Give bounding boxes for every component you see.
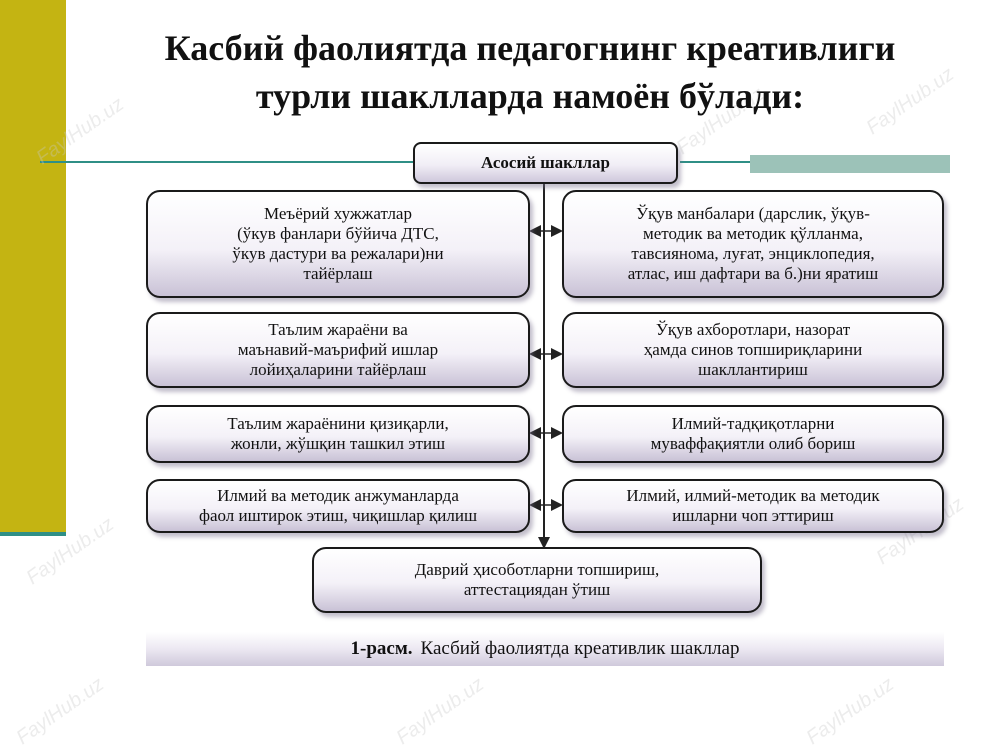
bottom-box: Даврий ҳисоботларни топшириш, аттестация… (312, 547, 762, 613)
figure-caption-text: Касбий фаолиятда креативлик шакллар (420, 638, 740, 659)
right-box-2-line-1: Ўқув ахборотлари, назорат (655, 320, 851, 339)
right-box-3-line-2: муваффақиятли олиб бориш (650, 434, 856, 453)
left-accent-bar (0, 0, 66, 532)
right-box-2-line-3: шакллантириш (698, 360, 808, 379)
figure-caption-number: 1-расм. (350, 638, 413, 659)
left-box-2-line-1: Таълим жараёни ва (268, 320, 408, 339)
figure-caption: 1-расм. Касбий фаолиятда креативлик шакл… (146, 632, 944, 666)
right-box-1: Ўқув манбалари (дарслик, ўқув- методик в… (562, 190, 944, 298)
right-box-1-line-2: методик ва методик қўлланма, (643, 224, 863, 243)
right-box-1-line-1: Ўқув манбалари (дарслик, ўқув- (636, 204, 870, 223)
slide-title-line-1: Касбий фаолиятда педагогнинг креативлиги (164, 28, 896, 68)
diagram-spine (543, 182, 545, 544)
right-box-3-line-1: Илмий-тадқиқотларни (671, 414, 835, 433)
left-box-1-line-4: тайёрлаш (303, 264, 373, 283)
right-box-4-line-1: Илмий, илмий-методик ва методик (626, 486, 880, 505)
right-box-4-line-2: ишларни чоп эттириш (672, 506, 834, 525)
slide-title: Касбий фаолиятда педагогнинг креативлиги… (80, 24, 980, 120)
left-box-2-line-2: маънавий-маърифий ишлар (237, 340, 439, 359)
left-box-1: Меъёрий хужжатлар (ўкув фанлари бўйича Д… (146, 190, 530, 298)
right-box-3: Илмий-тадқиқотларни муваффақиятли олиб б… (562, 405, 944, 463)
left-box-3-line-1: Таълим жараёнини қизиқарли, (227, 414, 449, 433)
right-box-1-line-3: тавсиянома, луғат, энциклопедия, (631, 244, 875, 263)
left-box-3-line-2: жонли, жўшқин ташкил этиш (230, 434, 446, 453)
accent-band-right (750, 155, 950, 173)
right-box-1-line-4: атлас, иш дафтари ва б.)ни яратиш (627, 264, 879, 283)
right-box-4: Илмий, илмий-методик ва методик ишларни … (562, 479, 944, 533)
left-box-4-line-1: Илмий ва методик анжуманларда (217, 486, 459, 505)
bottom-box-line-2: аттестациядан ўтиш (463, 580, 611, 599)
accent-line-left (40, 161, 415, 163)
left-box-1-line-1: Меъёрий хужжатлар (264, 204, 412, 223)
right-box-2: Ўқув ахборотлари, назорат ҳамда синов то… (562, 312, 944, 388)
left-box-4-line-2: фаол иштирок этиш, чиқишлар қилиш (198, 506, 478, 525)
bottom-box-line-1: Даврий ҳисоботларни топшириш, (414, 560, 660, 579)
right-box-2-line-2: ҳамда синов топшириқларини (643, 340, 863, 359)
left-box-3: Таълим жараёнини қизиқарли, жонли, жўшқи… (146, 405, 530, 463)
left-box-1-line-3: ўкув дастури ва режалари)ни (232, 244, 444, 263)
left-box-2: Таълим жараёни ва маънавий-маърифий ишла… (146, 312, 530, 388)
slide-title-line-2: турли шаклларда намоён бўлади: (255, 76, 805, 116)
left-accent-underline (0, 532, 66, 536)
main-forms-header-box: Асосий шакллар (413, 142, 678, 184)
left-box-1-line-2: (ўкув фанлари бўйича ДТС, (237, 224, 439, 243)
left-box-2-line-3: лойиҳаларини тайёрлаш (249, 360, 427, 379)
left-box-4: Илмий ва методик анжуманларда фаол иштир… (146, 479, 530, 533)
main-forms-header-label: Асосий шакллар (481, 153, 610, 172)
